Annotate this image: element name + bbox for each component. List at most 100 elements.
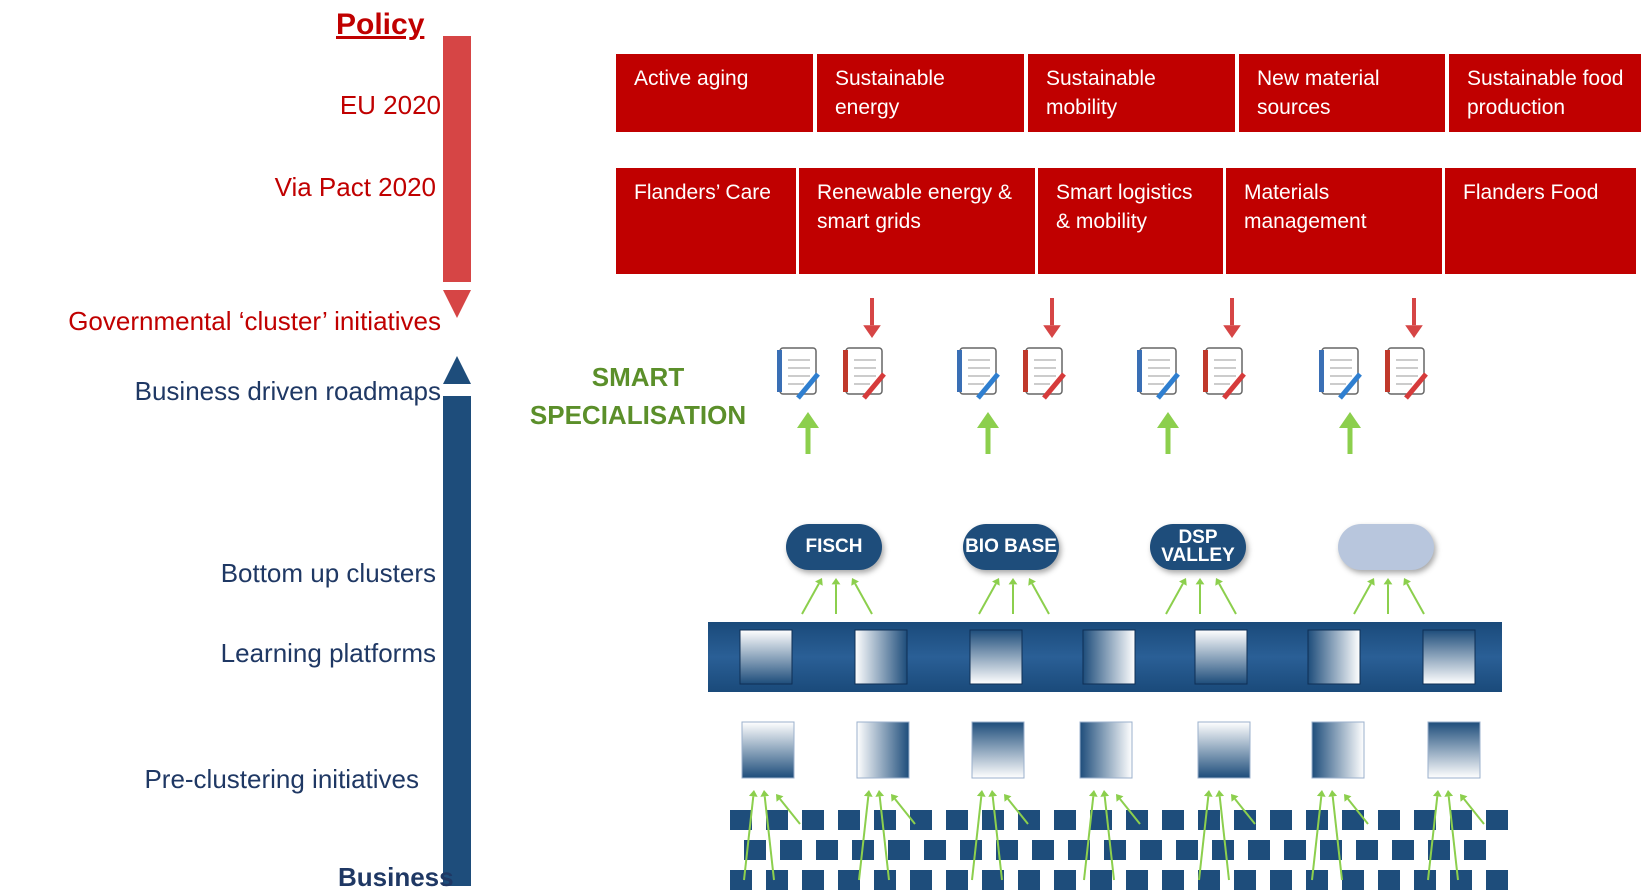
smart-specialisation-label: SMART SPECIALISATION bbox=[528, 358, 748, 434]
bottom-up-clusters-label: Bottom up clusters bbox=[220, 558, 436, 588]
business-square bbox=[1342, 870, 1364, 890]
green-arrow bbox=[1383, 578, 1393, 614]
business-square bbox=[1464, 840, 1486, 860]
business-square bbox=[766, 810, 788, 830]
business-square bbox=[730, 810, 752, 830]
eu2020-label: EU 2020 bbox=[339, 90, 441, 120]
business-square bbox=[1162, 810, 1184, 830]
notebook-spine bbox=[843, 350, 848, 392]
eu-box-new-material: New material sources bbox=[1239, 54, 1445, 132]
green-arrow bbox=[1008, 578, 1018, 614]
green-arrow bbox=[1215, 578, 1237, 615]
green-arrow bbox=[1403, 578, 1425, 615]
business-square bbox=[1270, 810, 1292, 830]
fl-box-materials: Materials management bbox=[1226, 168, 1442, 274]
roadmap-notebooks bbox=[777, 298, 1428, 454]
notebook-icon bbox=[779, 347, 817, 395]
smart-line2: SPECIALISATION bbox=[529, 400, 747, 430]
business-square bbox=[1104, 840, 1126, 860]
arrow-up-icon bbox=[797, 412, 819, 454]
business-square bbox=[982, 810, 1004, 830]
dsp-line2: VALLEY bbox=[1161, 545, 1235, 566]
arrow-up-icon bbox=[1157, 412, 1179, 454]
pen-icon bbox=[1222, 372, 1246, 400]
green-arrow bbox=[1028, 578, 1050, 615]
business-square bbox=[1090, 870, 1112, 890]
business-square bbox=[1234, 810, 1256, 830]
business-square bbox=[1068, 840, 1090, 860]
preclustering-label: Pre-clustering initiatives bbox=[144, 764, 419, 794]
business-square bbox=[1378, 870, 1400, 890]
fl-box-food: Flanders Food bbox=[1445, 168, 1636, 274]
green-arrow bbox=[801, 578, 823, 615]
eu-box-active-aging: Active aging bbox=[616, 54, 813, 132]
business-square bbox=[1320, 840, 1342, 860]
green-arrow bbox=[831, 578, 841, 614]
green-arrow bbox=[1198, 790, 1213, 881]
business-square bbox=[1162, 870, 1184, 890]
notebook-spine bbox=[777, 350, 782, 392]
learning-platform-band bbox=[708, 622, 1502, 692]
business-square bbox=[1414, 810, 1436, 830]
business-square bbox=[802, 870, 824, 890]
green-arrow bbox=[971, 790, 986, 881]
learning-platforms-label: Learning platforms bbox=[220, 638, 436, 668]
business-label: Business bbox=[338, 862, 454, 892]
green-arrow bbox=[760, 790, 775, 881]
cluster-empty bbox=[1338, 524, 1434, 570]
pen-icon bbox=[1338, 372, 1362, 400]
business-square bbox=[1428, 840, 1450, 860]
notebook-icon bbox=[1139, 347, 1177, 395]
arrow-down-icon bbox=[1223, 298, 1241, 338]
business-square bbox=[744, 840, 766, 860]
business-square bbox=[910, 810, 932, 830]
green-arrow bbox=[1231, 794, 1256, 825]
green-arrow bbox=[1444, 790, 1459, 881]
platform-square bbox=[1194, 629, 1248, 685]
platform-square bbox=[854, 629, 908, 685]
business-square bbox=[730, 870, 752, 890]
governmental-cluster-label: Governmental ‘cluster’ initiatives bbox=[68, 306, 441, 336]
precluster-boxes bbox=[741, 721, 1481, 779]
green-arrow bbox=[776, 794, 801, 825]
business-square bbox=[1234, 870, 1256, 890]
green-arrow bbox=[1311, 790, 1326, 881]
business-square bbox=[1306, 810, 1328, 830]
business-square bbox=[1032, 840, 1054, 860]
green-arrow bbox=[875, 790, 890, 881]
green-arrow bbox=[743, 790, 758, 881]
business-square bbox=[924, 840, 946, 860]
business-square bbox=[946, 870, 968, 890]
business-square bbox=[874, 870, 896, 890]
business-squares bbox=[730, 810, 1508, 890]
business-square bbox=[838, 870, 860, 890]
precluster-box bbox=[971, 721, 1025, 779]
notebook-icon bbox=[1387, 347, 1425, 395]
notebook-spine bbox=[1203, 350, 1208, 392]
business-square bbox=[1018, 810, 1040, 830]
cluster-dsp-valley: DSP VALLEY bbox=[1150, 524, 1246, 570]
smart-line1: SMART bbox=[591, 362, 685, 392]
business-square bbox=[1198, 810, 1220, 830]
green-arrow bbox=[988, 790, 1003, 881]
pen-icon bbox=[1042, 372, 1066, 400]
green-arrow bbox=[1215, 790, 1230, 881]
business-square bbox=[1392, 840, 1414, 860]
policy-arrow bbox=[443, 36, 471, 318]
precluster-box bbox=[1079, 721, 1133, 779]
business-square bbox=[888, 840, 910, 860]
arrow-down-icon bbox=[1043, 298, 1061, 338]
eu-box-sustainable-mobility: Sustainable mobility bbox=[1028, 54, 1235, 132]
business-square bbox=[1284, 840, 1306, 860]
arrow-up-icon bbox=[977, 412, 999, 454]
via-pact-label: Via Pact 2020 bbox=[274, 172, 436, 202]
pen-icon bbox=[862, 372, 886, 400]
fl-box-smart-logistics: Smart logistics & mobility bbox=[1038, 168, 1223, 274]
business-square bbox=[1486, 870, 1508, 890]
eu-box-sustainable-food: Sustainable food production bbox=[1449, 54, 1641, 132]
arrow-up-icon bbox=[1339, 412, 1361, 454]
business-square bbox=[1176, 840, 1198, 860]
cluster-biobase: BIO BASE bbox=[963, 524, 1059, 570]
business-square bbox=[780, 840, 802, 860]
business-roadmaps-label: Business driven roadmaps bbox=[134, 376, 441, 406]
